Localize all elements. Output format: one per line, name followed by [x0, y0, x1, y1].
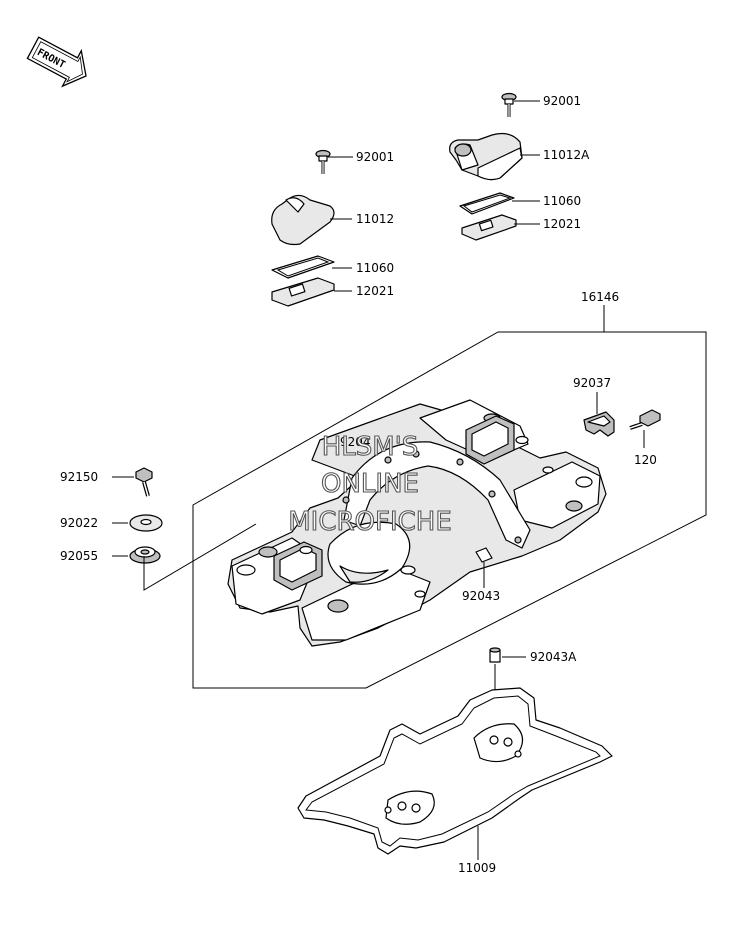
- label-11009: 11009: [458, 861, 496, 875]
- label-92150: 92150: [60, 470, 98, 484]
- bolt-92001-left: [315, 149, 331, 174]
- label-92001-right: 92001: [543, 94, 581, 108]
- cylinder-head-cover: [227, 399, 607, 647]
- washer-92022: [129, 514, 163, 532]
- label-92001-left: 92001: [356, 150, 394, 164]
- label-12021-right: 12021: [543, 217, 581, 231]
- cover-11012: [271, 194, 335, 246]
- label-92022: 92022: [60, 516, 98, 530]
- label-92043A: 92043A: [530, 650, 577, 664]
- gasket-11009: [297, 687, 613, 855]
- gasket-11060-left: [271, 255, 335, 279]
- label-92037: 92037: [573, 376, 611, 390]
- bolt-92001-right: [501, 92, 517, 117]
- label-11012A: 11012A: [543, 148, 590, 162]
- watermark-line1: HLSM'S: [322, 432, 419, 462]
- bolt-92150: [135, 467, 153, 497]
- bolt-120: [629, 409, 661, 430]
- label-12021-left: 12021: [356, 284, 394, 298]
- label-9204-partial: 9204: [340, 435, 371, 449]
- gasket-11060-right: [459, 192, 515, 215]
- label-11060-right: 11060: [543, 194, 581, 208]
- watermark-line2: ONLINE: [321, 469, 419, 499]
- watermark-line3: MICROFICHE: [288, 507, 452, 537]
- grommet-92055: [129, 546, 161, 564]
- label-11012: 11012: [356, 212, 394, 226]
- label-92043: 92043: [462, 589, 500, 603]
- front-arrow-icon: FRONT: [26, 36, 87, 88]
- label-92055: 92055: [60, 549, 98, 563]
- dowel-92043: [475, 547, 493, 563]
- label-11060-left: 11060: [356, 261, 394, 275]
- assembly-frame-16146: [192, 331, 707, 689]
- label-16146: 16146: [581, 290, 619, 304]
- label-120: 120: [634, 453, 657, 467]
